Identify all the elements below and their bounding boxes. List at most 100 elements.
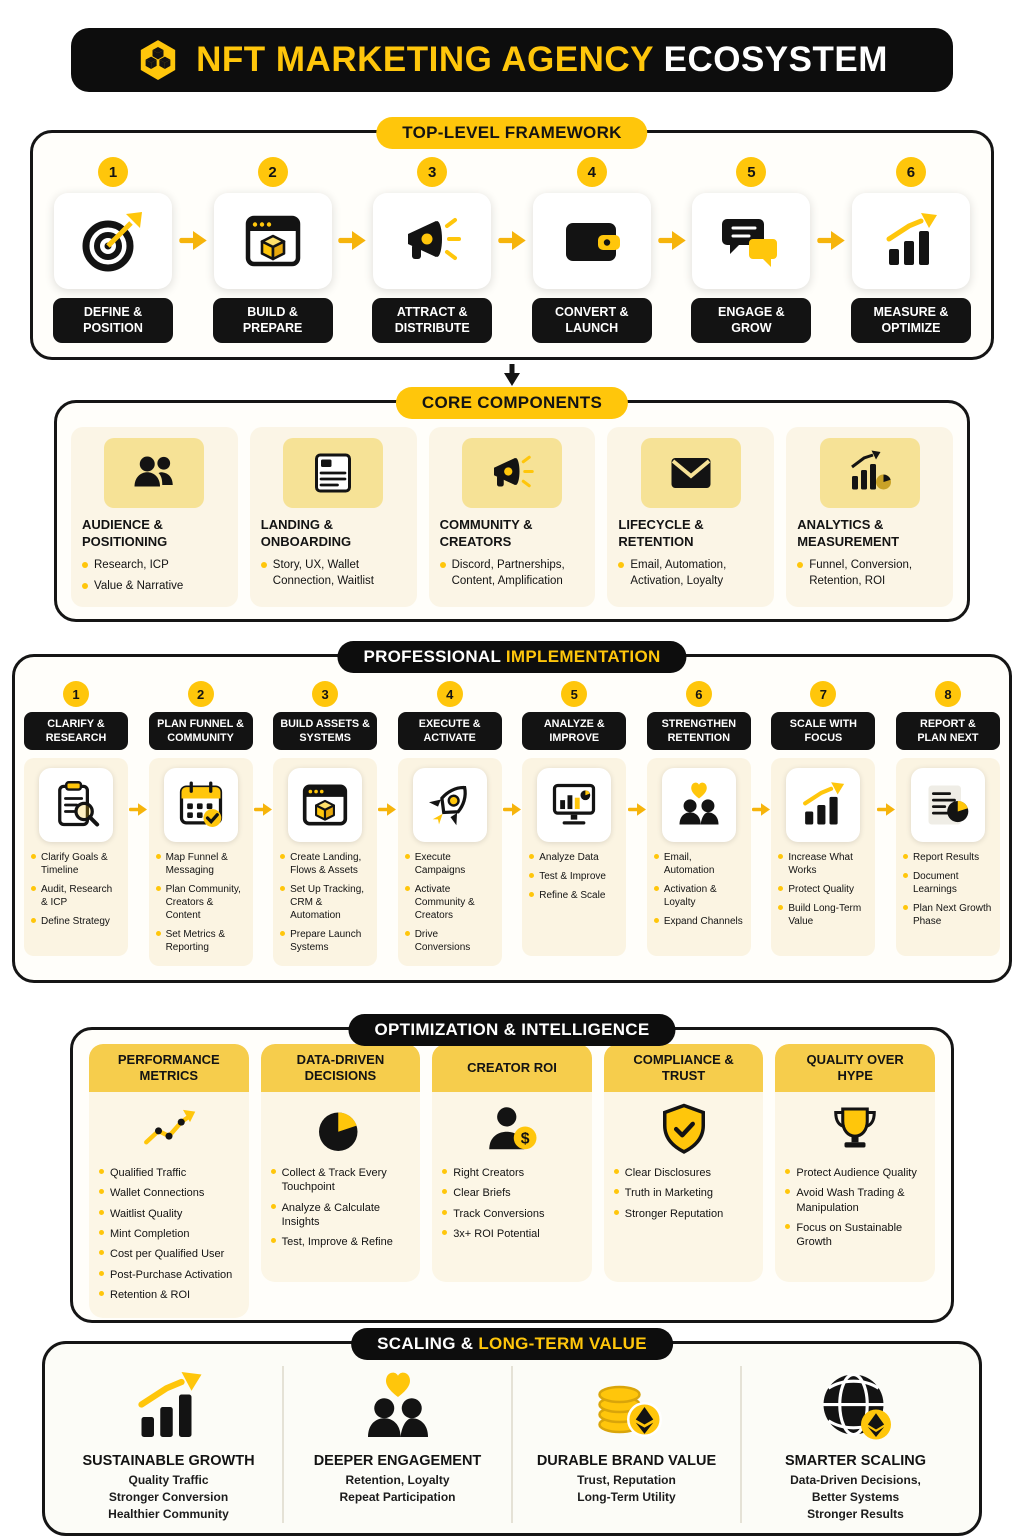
impl-icon-box <box>786 768 861 843</box>
bullet: Post-Purchase Activation <box>99 1268 239 1282</box>
bullet-dot <box>785 1189 791 1195</box>
bullet-dot <box>902 905 908 911</box>
arrow-right-icon <box>338 231 366 250</box>
arrow-right-icon <box>129 803 147 816</box>
section-optimization-intelligence: OPTIMIZATION & INTELLIGENCE PERFORMANCE … <box>70 1014 954 1324</box>
bullet: Clarify Goals & Timeline <box>31 851 121 877</box>
bullet: Analyze & Calculate Insights <box>270 1201 411 1230</box>
section-connector <box>0 364 1024 386</box>
wallet-icon <box>560 209 624 273</box>
impl-step-4: 4 EXECUTE & ACTIVATE Execute Campaigns A… <box>397 681 503 967</box>
bullet: Story, UX, Wallet Connection, Waitlist <box>260 558 406 589</box>
bullet-dot <box>442 1230 448 1236</box>
bullet: Activate Community & Creators <box>404 883 495 922</box>
section-title-implementation: PROFESSIONAL IMPLEMENTATION <box>337 641 687 674</box>
people-heart-icon <box>358 1367 438 1447</box>
bullet-text: Retention & ROI <box>110 1288 191 1301</box>
bullet-text: Stronger Reputation <box>624 1207 724 1220</box>
growth-chart-icon <box>129 1367 209 1447</box>
core-icon-tile <box>461 438 562 509</box>
bullet-text: Audit, Research & ICP <box>41 884 113 909</box>
bullet: Refine & Scale <box>529 889 619 902</box>
impl-icon-box <box>39 768 113 843</box>
chat-bubbles-icon <box>719 209 783 273</box>
bullet: Set Up Tracking, CRM & Automation <box>280 883 370 922</box>
step-number-badge: 8 <box>934 681 961 708</box>
bullet-text: Value & Narrative <box>94 579 184 592</box>
shield-check-icon <box>656 1102 712 1158</box>
opt-card-title: DATA-DRIVEN DECISIONS <box>260 1044 421 1093</box>
bullet-dot <box>155 886 161 892</box>
bullet-dot <box>280 854 286 860</box>
bullet-text: Build Long-Term Value <box>788 903 862 928</box>
implementation-row: 1 CLARIFY & RESEARCH Clarify Goals & Tim… <box>23 681 1001 967</box>
bullet-text: Mint Completion <box>110 1228 190 1241</box>
bullet: Qualified Traffic <box>99 1166 239 1180</box>
step-number-badge: 1 <box>98 157 128 187</box>
bullet: Create Landing, Flows & Assets <box>280 851 370 877</box>
impl-step-card: Increase What Works Protect Quality Buil… <box>771 758 876 957</box>
impl-step-8: 8 REPORT & PLAN NEXT Report Results Docu… <box>895 681 1001 957</box>
core-card-landing: LANDING & ONBOARDING Story, UX, Wallet C… <box>249 427 417 608</box>
bullet-text: Qualified Traffic <box>110 1167 187 1180</box>
step-number-badge: 5 <box>736 157 767 187</box>
impl-step-title: REPORT & PLAN NEXT <box>895 712 1000 751</box>
clipboard-search-icon <box>50 779 102 831</box>
step-icon-box <box>213 193 332 289</box>
bullet-text: Right Creators <box>453 1167 525 1180</box>
impl-step-title: EXECUTE & ACTIVATE <box>397 712 502 751</box>
impl-step-title: STRENGTHEN RETENTION <box>646 712 751 751</box>
impl-step-card: Analyze Data Test & Improve Refine & Sca… <box>522 758 627 957</box>
bullet-text: Plan Next Growth Phase <box>912 903 992 928</box>
step-icon-box <box>851 193 970 289</box>
framework-steps-row: 1 DEFINE & POSITION 2 BUILD & PREPARE 3 … <box>49 157 975 344</box>
section-professional-implementation: PROFESSIONAL IMPLEMENTATION 1 CLARIFY & … <box>12 641 1012 984</box>
core-cards-row: AUDIENCE & POSITIONING Research, ICP Val… <box>71 427 953 608</box>
bullet-dot <box>404 931 410 937</box>
framework-step-4: 4 CONVERT & LAUNCH <box>528 157 656 344</box>
bullet-text: Plan Community, Creators & Content <box>165 884 241 922</box>
opt-card-performance-metrics: PERFORMANCE METRICS Qualified Traffic Wa… <box>89 1044 249 1319</box>
arrow-right-icon <box>503 803 521 816</box>
bullet-dot <box>260 562 267 569</box>
bullet-dot <box>155 854 161 860</box>
bullet-dot <box>99 1290 104 1296</box>
title-white: PROFESSIONAL <box>363 647 501 667</box>
bullet-dot <box>785 1224 791 1230</box>
core-card-title: ANALYTICS & MEASUREMENT <box>797 517 900 550</box>
bullet-text: Clarify Goals & Timeline <box>41 852 108 877</box>
opt-card-icon <box>99 1102 239 1158</box>
bullet-text: Refine & Scale <box>539 890 606 902</box>
impl-step-3: 3 BUILD ASSETS & SYSTEMS Create Landing,… <box>272 681 378 967</box>
bullet-dot <box>653 918 659 924</box>
step-number-badge: 6 <box>685 681 712 708</box>
bullet-text: Clear Disclosures <box>624 1167 711 1180</box>
bullet-dot <box>99 1189 104 1195</box>
core-card-title: LIFECYCLE & RETENTION <box>618 517 704 550</box>
impl-icon-box <box>910 768 985 843</box>
bullet-text: Map Funnel & Messaging <box>165 852 228 877</box>
arrow-right-icon <box>628 803 646 816</box>
bullet: Expand Channels <box>653 915 744 928</box>
megaphone-icon <box>400 209 464 273</box>
bullet-text: Analyze Data <box>539 852 599 864</box>
scaling-icon-wrap <box>358 1366 438 1448</box>
arrow-right-icon <box>179 231 207 250</box>
bullet-dot <box>99 1230 104 1236</box>
calendar-check-icon <box>175 779 227 831</box>
bullet: Test, Improve & Refine <box>270 1235 411 1249</box>
monitor-chart-icon <box>548 779 600 831</box>
step-label: ATTRACT & DISTRIBUTE <box>372 298 493 344</box>
bullet: Plan Community, Creators & Content <box>155 883 246 922</box>
bullet-text: Increase What Works <box>788 852 853 877</box>
impl-step-7: 7 SCALE WITH FOCUS Increase What Works P… <box>770 681 876 957</box>
step-icon-box <box>373 193 492 289</box>
arrow-right-icon <box>877 803 895 816</box>
bullet-text: Prepare Launch Systems <box>290 929 362 954</box>
bullet-dot <box>404 854 410 860</box>
scaling-item-title: DURABLE BRAND VALUE <box>536 1453 717 1470</box>
bullet: Protect Quality <box>778 883 868 896</box>
bullet: Value & Narrative <box>82 579 227 595</box>
bullet: Collect & Track Every Touchpoint <box>270 1166 411 1195</box>
